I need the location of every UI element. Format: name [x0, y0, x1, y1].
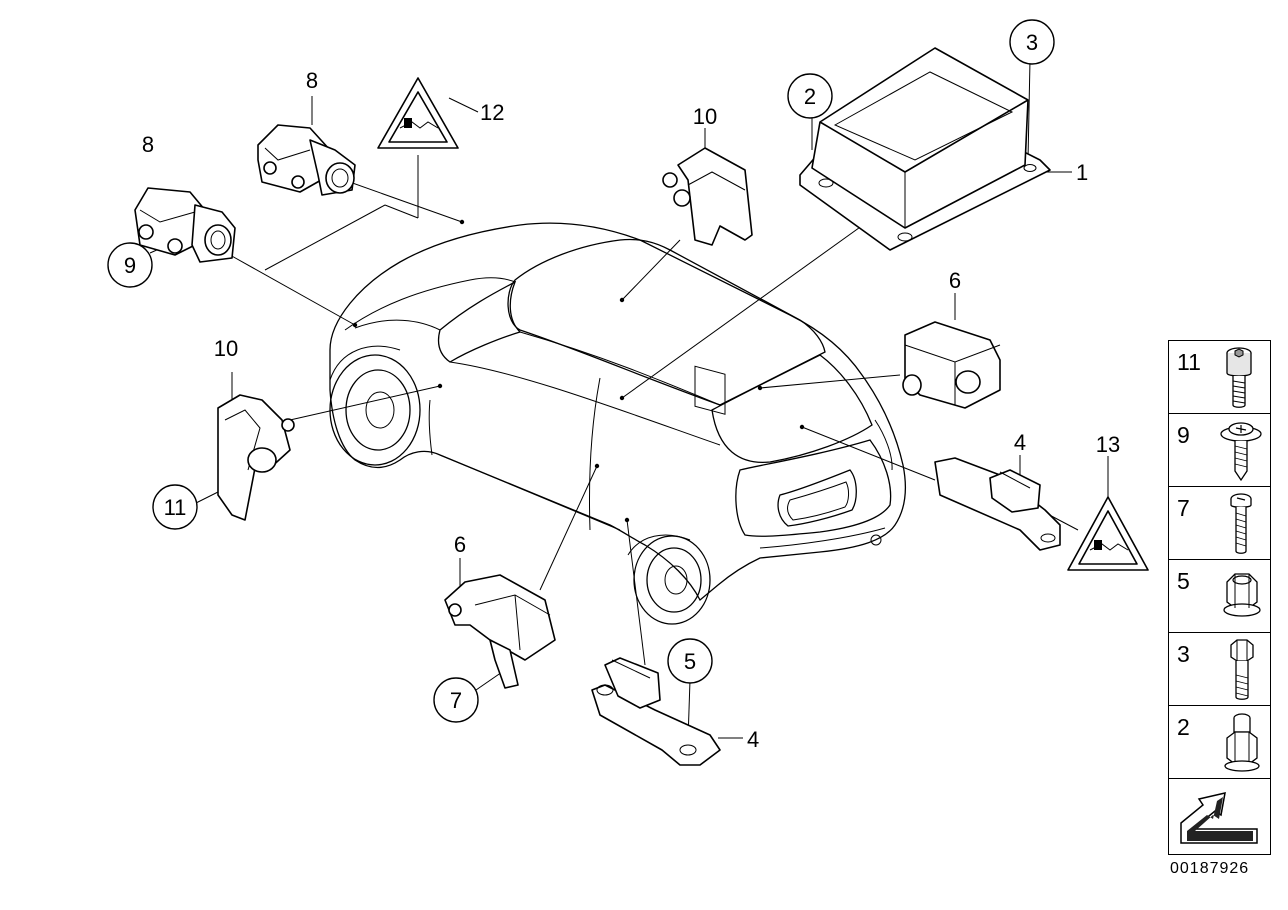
- airbag-control-unit: [799, 47, 1051, 251]
- callout-13: 13: [1096, 432, 1120, 457]
- rear-wheel: [627, 534, 711, 625]
- crash-sensor-rear: [934, 457, 1061, 551]
- svg-text:5: 5: [684, 649, 696, 674]
- svg-text:2: 2: [804, 84, 816, 109]
- callout-6-lower: 6: [454, 532, 466, 557]
- flange-screw-icon: [1220, 422, 1262, 482]
- warning-triangle-12: [377, 77, 459, 149]
- callout-3: 3: [1009, 19, 1055, 65]
- legend-label: 5: [1177, 568, 1190, 594]
- pressure-sensor-door: [662, 147, 753, 415]
- callout-4-lower: 4: [747, 727, 759, 752]
- front-wheel: [329, 345, 421, 466]
- legend-label: 3: [1177, 641, 1190, 667]
- legend-label: 9: [1177, 422, 1190, 448]
- hex-bolt-icon: [1230, 639, 1254, 700]
- callout-12: 12: [480, 100, 504, 125]
- callout-7: 7: [433, 677, 479, 723]
- callout-8-lower: 8: [142, 132, 154, 157]
- flange-nut-icon: [1223, 573, 1261, 617]
- satellite-sensor-lower: [134, 187, 236, 263]
- cap-nut-icon: [1224, 713, 1260, 772]
- svg-text:9: 9: [124, 253, 136, 278]
- arrow-icon: [1180, 792, 1258, 844]
- pan-head-screw-icon: [1230, 493, 1252, 554]
- legend-row-arrow: [1169, 779, 1270, 856]
- callout-6-upper: 6: [949, 268, 961, 293]
- side-sensor-lower: [444, 574, 556, 689]
- satellite-sensor-upper: [257, 124, 356, 196]
- callout-10-upper: 10: [693, 104, 717, 129]
- callout-5: 5: [667, 638, 713, 684]
- svg-text:3: 3: [1026, 30, 1038, 55]
- callout-9: 9: [107, 242, 153, 288]
- svg-text:11: 11: [164, 495, 187, 520]
- callout-10-lower: 10: [214, 336, 238, 361]
- callout-4-upper: 4: [1014, 430, 1026, 455]
- warning-triangle-13: [1067, 496, 1149, 571]
- leader-lines: [149, 59, 1109, 741]
- callout-1: 1: [1076, 160, 1088, 185]
- catalog-number: 00187926: [1170, 860, 1250, 877]
- fastener-legend: 11 9 7 5: [1168, 340, 1271, 855]
- legend-row-11: 11: [1169, 341, 1270, 414]
- car-body: [329, 219, 906, 625]
- legend-label: 2: [1177, 714, 1190, 740]
- legend-label: 7: [1177, 495, 1190, 521]
- legend-row-3: 3: [1169, 633, 1270, 706]
- legend-row-5: 5: [1169, 560, 1270, 633]
- side-sensor-rear: [902, 321, 1001, 409]
- crash-sensor-lower: [591, 657, 721, 766]
- callout-2: 2: [787, 73, 833, 119]
- legend-row-2: 2: [1169, 706, 1270, 779]
- callout-8-upper: 8: [306, 68, 318, 93]
- legend-row-9: 9: [1169, 414, 1270, 487]
- socket-head-screw-icon: [1226, 347, 1252, 408]
- pressure-sensor-front: [217, 394, 295, 521]
- svg-text:7: 7: [450, 688, 462, 713]
- legend-label: 11: [1177, 349, 1201, 375]
- legend-row-7: 7: [1169, 487, 1270, 560]
- callout-11: 11: [152, 484, 198, 530]
